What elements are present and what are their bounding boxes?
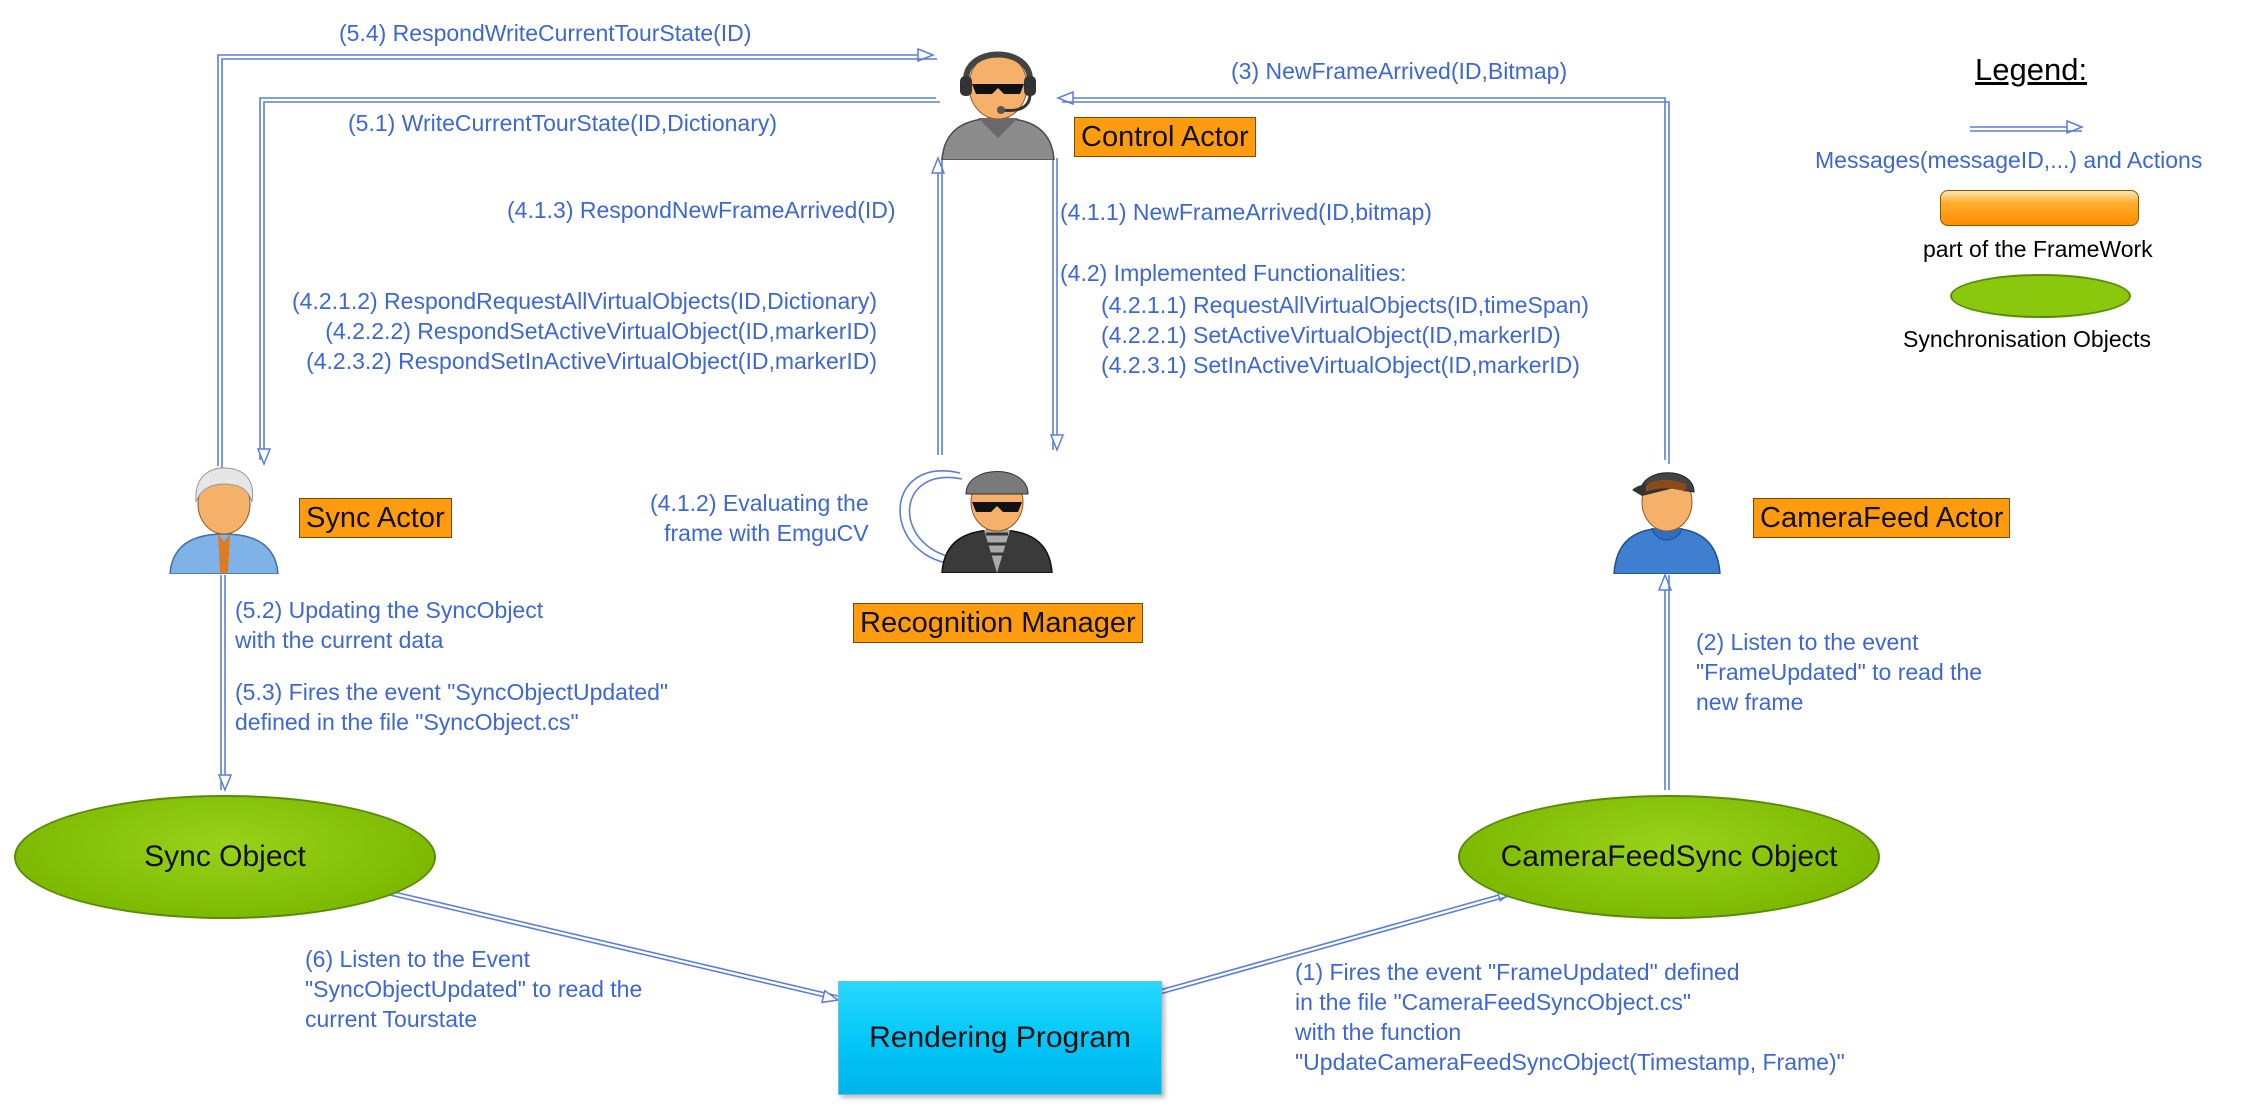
legend-sync-swatch [1950, 274, 2131, 318]
legend-messages-label: Messages(messageID,...) and Actions [1815, 147, 2203, 173]
arrow-5-1 [260, 97, 940, 464]
msg-4-2-items: (4.2.1.1) RequestAllVirtualObjects(ID,ti… [1101, 290, 1589, 380]
arrow-1 [1159, 891, 1513, 995]
msg-4-1-1: (4.1.1) NewFrameArrived(ID,bitmap) [1060, 199, 1432, 225]
msg-2-line2: "FrameUpdated" to read the [1696, 659, 1983, 685]
msg-4-1-3: (4.1.3) RespondNewFrameArrived(ID) [507, 197, 896, 223]
arrow-5-2-5-3 [221, 575, 225, 790]
msg-5-3: (5.3) Fires the event "SyncObjectUpdated… [235, 677, 668, 737]
msg-3: (3) NewFrameArrived(ID,Bitmap) [1231, 58, 1568, 84]
msg-4-2-1-1: (4.2.1.1) RequestAllVirtualObjects(ID,ti… [1101, 292, 1589, 318]
camerafeed-actor-icon [1613, 472, 1721, 574]
control-actor-icon [941, 51, 1055, 160]
sync-object: Sync Object [14, 795, 436, 919]
msg-6-line2: "SyncObjectUpdated" to read the [305, 976, 643, 1002]
sync-actor-icon [169, 467, 279, 574]
msg-1-line2: in the file "CameraFeedSyncObject.cs" [1295, 989, 1691, 1015]
msg-4-2-responds: (4.2.1.2) RespondRequestAllVirtualObject… [292, 286, 877, 376]
arrow-4-1-1 [1053, 158, 1057, 450]
legend-title: Legend: [1975, 52, 2088, 87]
recognition-manager-label: Recognition Manager [853, 603, 1143, 643]
arrow-4-1-3 [938, 158, 942, 455]
msg-5-3-line2: defined in the file "SyncObject.cs" [235, 709, 579, 735]
msg-4-2-title: (4.2) Implemented Functionalities: [1060, 260, 1407, 286]
msg-5-4: (5.4) RespondWriteCurrentTourState(ID) [339, 20, 752, 46]
msg-1-line4: "UpdateCameraFeedSyncObject(Timestamp, F… [1295, 1049, 1845, 1075]
msg-5-2: (5.2) Updating the SyncObject with the c… [235, 595, 543, 655]
msg-5-2-line1: (5.2) Updating the SyncObject [235, 597, 544, 623]
camerafeed-actor-label: CameraFeed Actor [1753, 498, 2011, 538]
legend-arrow [1970, 127, 2082, 131]
rendering-program-label: Rendering Program [869, 1021, 1131, 1054]
msg-4-2-1-2: (4.2.1.2) RespondRequestAllVirtualObject… [292, 288, 878, 314]
msg-2: (2) Listen to the event "FrameUpdated" t… [1696, 627, 1982, 717]
msg-6-line3: current Tourstate [305, 1006, 478, 1032]
msg-5-3-line1: (5.3) Fires the event "SyncObjectUpdated… [235, 679, 669, 705]
msg-6-line1: (6) Listen to the Event [305, 946, 531, 972]
arrow-4-1-2-loop [899, 470, 963, 565]
msg-1-line1: (1) Fires the event "FrameUpdated" defin… [1295, 959, 1740, 985]
msg-4-1-2-line1: (4.1.2) Evaluating the [650, 490, 869, 516]
sync-actor-label: Sync Actor [299, 498, 452, 538]
arrow-2 [1665, 575, 1669, 790]
arrow-3 [1058, 98, 1670, 464]
camerafeedsync-object: CameraFeedSync Object [1458, 795, 1880, 919]
msg-4-1-2-line2: frame with EmguCV [664, 520, 869, 546]
msg-2-line3: new frame [1696, 689, 1804, 715]
msg-6: (6) Listen to the Event "SyncObjectUpdat… [305, 944, 642, 1034]
legend-sync-label: Synchronisation Objects [1903, 326, 2152, 352]
msg-5-1: (5.1) WriteCurrentTourState(ID,Dictionar… [348, 110, 778, 136]
msg-4-2-2-1: (4.2.2.1) SetActiveVirtualObject(ID,mark… [1101, 322, 1561, 348]
legend-framework-swatch [1940, 190, 2139, 226]
msg-4-2-3-2: (4.2.3.2) RespondSetInActiveVirtualObjec… [306, 348, 878, 374]
legend-framework-label: part of the FrameWork [1923, 236, 2153, 262]
sync-object-label: Sync Object [144, 840, 306, 873]
msg-1: (1) Fires the event "FrameUpdated" defin… [1295, 957, 1845, 1077]
msg-1-line3: with the function [1295, 1019, 1462, 1045]
arrow-6 [389, 890, 838, 1000]
msg-4-1-2: (4.1.2) Evaluating the frame with EmguCV [650, 488, 869, 548]
recognition-manager-icon [941, 471, 1053, 573]
control-actor-label: Control Actor [1074, 117, 1256, 157]
msg-2-line1: (2) Listen to the event [1696, 629, 1919, 655]
msg-4-2-3-1: (4.2.3.1) SetInActiveVirtualObject(ID,ma… [1101, 352, 1580, 378]
arrow-5-4 [217, 55, 937, 470]
msg-4-2-2-2: (4.2.2.2) RespondSetActiveVirtualObject(… [325, 318, 878, 344]
camerafeedsync-object-label: CameraFeedSync Object [1500, 840, 1838, 873]
msg-5-2-line2: with the current data [235, 627, 444, 653]
rendering-program: Rendering Program [838, 981, 1162, 1095]
